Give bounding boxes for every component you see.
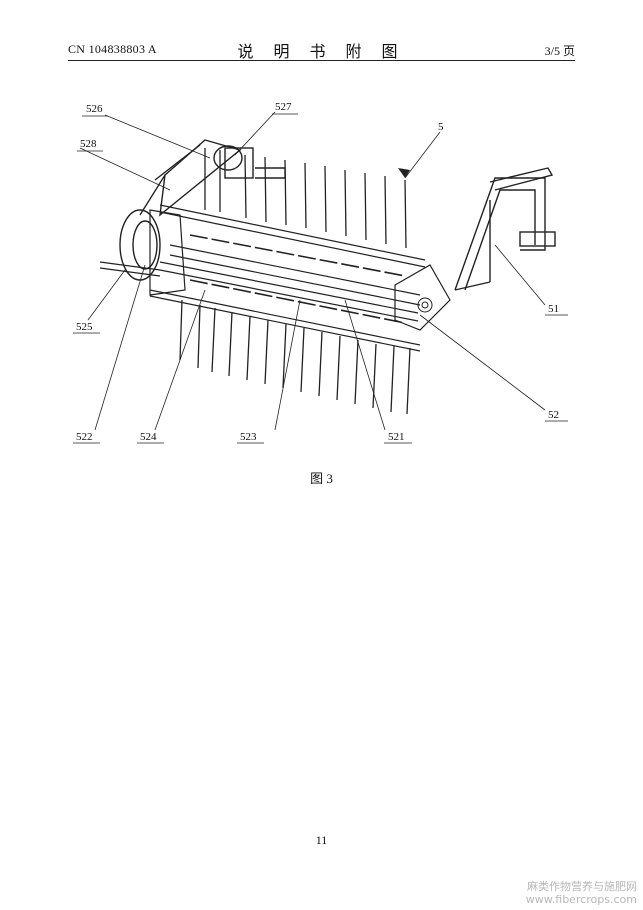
leader-lines [79, 111, 546, 431]
page-indicator: 3/5 页 [544, 44, 575, 58]
page-number: 11 [315, 833, 328, 847]
figure-caption: 图 3 [310, 471, 333, 486]
belt-drive [119, 139, 286, 281]
label-522: 522 [76, 431, 93, 443]
label-521: 521 [388, 431, 405, 443]
label-526: 526 [86, 103, 103, 115]
label-5: 5 [438, 121, 444, 133]
side-bracket [454, 167, 556, 291]
watermark-line-2: www.fibercrops.com [525, 893, 637, 906]
right-end-plate [394, 264, 451, 331]
label-52: 52 [548, 409, 559, 421]
label-524: 524 [140, 431, 157, 443]
reference-labels: 526 527 528 5 51 52 521 523 524 522 525 [73, 101, 568, 444]
site-watermark: 麻类作物营养与施肥网 www.fibercrops.com [526, 880, 637, 906]
lower-tines [179, 299, 411, 415]
comb-slats [189, 234, 406, 324]
watermark-line-1: 麻类作物营养与施肥网 [527, 880, 637, 893]
label-525: 525 [76, 321, 93, 333]
label-528: 528 [80, 138, 97, 150]
label-527: 527 [275, 101, 292, 113]
left-end-plate [149, 209, 186, 296]
label-523: 523 [240, 431, 257, 443]
patent-number: CN 104838803 A [68, 42, 157, 56]
header-rule [68, 60, 575, 61]
frame-rails [149, 204, 426, 352]
section-title: 说 明 书 附 图 [237, 44, 406, 61]
label-51: 51 [548, 303, 559, 315]
upper-tines [204, 148, 407, 249]
page-header: CN 104838803 A 说 明 书 附 图 3/5 页 [68, 38, 575, 61]
